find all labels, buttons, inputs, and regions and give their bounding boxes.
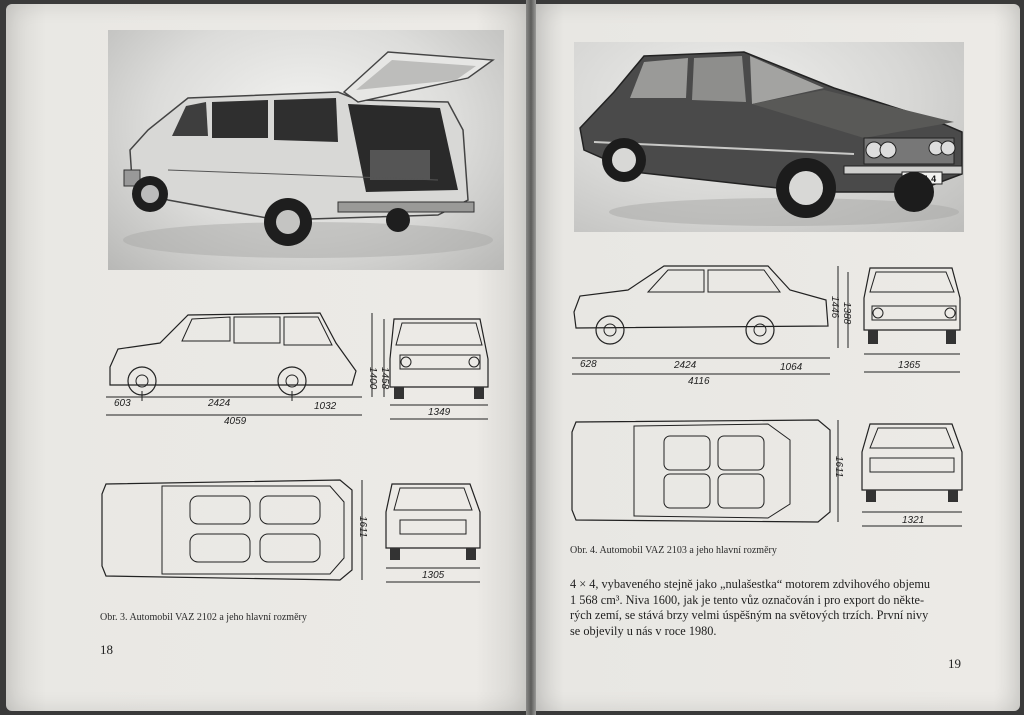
vaz-2103-wheelbase: 2424 <box>673 360 697 371</box>
vaz-2102-rear-overhang: 1032 <box>314 401 337 412</box>
vaz-2103-dimension-drawings: 628 2424 1064 4116 1446 1388 1365 <box>568 262 968 390</box>
vaz-2103-top-rear-views: 1611 1321 <box>571 419 963 527</box>
right-page-body-text: 4 × 4, vybaveného stejně jako „nulašestk… <box>570 577 966 639</box>
vaz-2102-photo <box>108 30 504 270</box>
vaz-2102-wheelbase: 2424 <box>207 398 231 409</box>
vaz-2103-rear-overhang: 1064 <box>780 362 803 373</box>
vaz-2103-length: 4116 <box>688 376 710 387</box>
vaz-2103-front-width: 1365 <box>898 360 921 371</box>
vaz-2103-photo: P 6 1 4 <box>574 42 964 232</box>
vaz-2103-photo-graphic: P 6 1 4 <box>579 51 963 226</box>
vaz-2102-height-2: 1458 <box>379 367 390 390</box>
vaz-2103-height-1: 1446 <box>829 296 840 319</box>
vaz-2103-rear-track: 1321 <box>902 515 924 526</box>
vaz-2102-height-1: 1400 <box>367 367 378 390</box>
vaz-2103-height-2: 1388 <box>841 302 852 325</box>
vaz-2103-top-width: 1611 <box>833 456 844 478</box>
vaz-2102-side-front-views: 603 2424 1032 4059 1400 1458 1349 <box>106 312 489 427</box>
vaz-2102-top-rear-views: 1611 1305 <box>101 479 481 583</box>
vaz-2102-top-rear-drawings: 1611 1305 <box>100 472 490 590</box>
vaz-2102-front-overhang: 603 <box>114 398 131 409</box>
vaz-2103-front-overhang: 628 <box>580 359 597 370</box>
vaz-2102-length: 4059 <box>224 416 247 427</box>
vaz-2102-dimension-drawings: 603 2424 1032 4059 1400 1458 1349 <box>100 305 500 435</box>
vaz-2102-top-width: 1611 <box>357 516 368 538</box>
left-page-number: 18 <box>100 642 113 657</box>
right-page-number: 19 <box>948 656 961 671</box>
body-line-4: se objevily u nás v roce 1980. <box>570 623 717 638</box>
body-line-1: 4 × 4, vybaveného stejně jako „nulašestk… <box>570 577 931 591</box>
vaz-2103-side-front-views: 628 2424 1064 4116 1446 1388 1365 <box>572 265 961 387</box>
vaz-2103-top-rear-drawings: 1611 1321 <box>568 412 968 532</box>
vaz-2102-front-width: 1349 <box>428 407 451 418</box>
vaz-2102-rear-track: 1305 <box>422 570 445 581</box>
left-figure-caption: Obr. 3. Automobil VAZ 2102 a jeho hlavní… <box>100 612 307 623</box>
body-line-2: 1 568 cm³. Niva 1600, jak je tento vůz o… <box>570 592 925 607</box>
right-figure-caption: Obr. 4. Automobil VAZ 2103 a jeho hlavní… <box>570 545 777 556</box>
book-gutter <box>526 0 536 715</box>
vaz-2102-photo-graphic <box>123 51 495 258</box>
body-line-3: rých zemí, se stává brzy velmi úspěšným … <box>570 608 929 622</box>
